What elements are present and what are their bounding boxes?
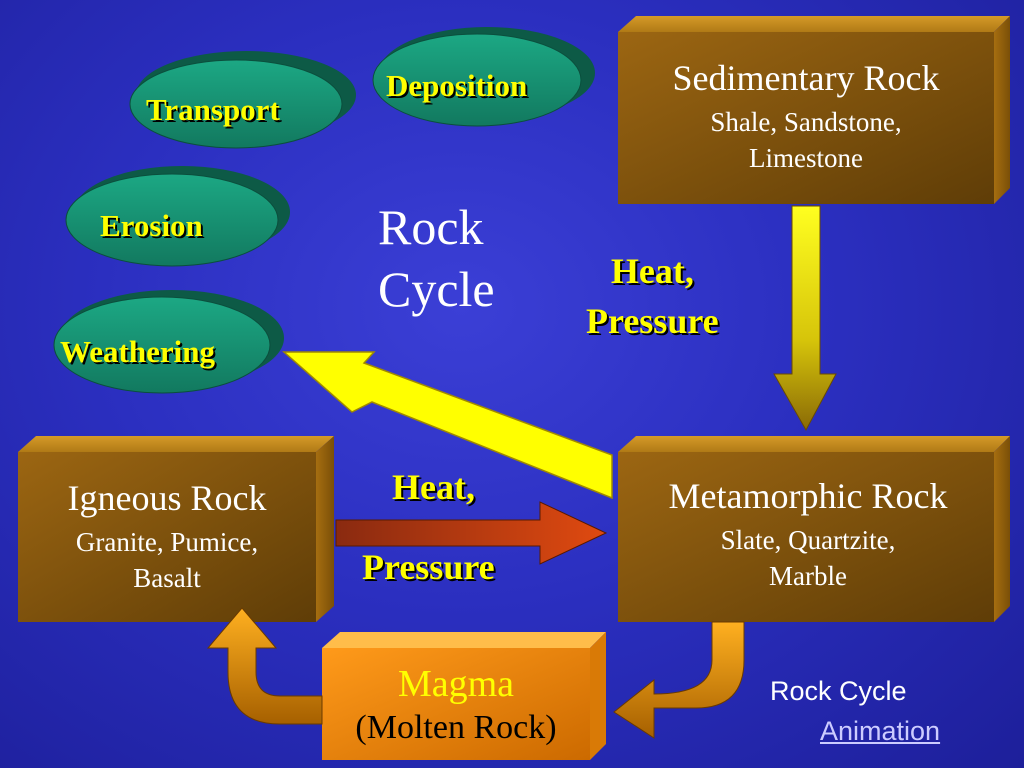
- title-line-2: Cycle: [378, 261, 495, 317]
- melting-arrow: [613, 621, 745, 739]
- heat-pressure-right-label: Heat, Pressure: [586, 250, 719, 342]
- oval-weathering: [53, 290, 284, 394]
- rock-cycle-caption: Rock Cycle: [770, 676, 907, 706]
- transport-label: Transport: [146, 92, 280, 127]
- igneous-title: Igneous Rock: [67, 478, 267, 518]
- pressure-label-right: Pressure: [586, 301, 719, 341]
- pressure-label-center: Pressure: [362, 547, 495, 587]
- sedimentary-text: Sedimentary Rock Shale, Sandstone, Limes…: [618, 58, 994, 176]
- igneous-text: Igneous Rock Granite, Pumice, Basalt: [18, 478, 316, 596]
- oval-transport: [129, 51, 356, 149]
- igneous-box: [18, 436, 334, 622]
- sedimentary-box: [618, 16, 1010, 204]
- heat-label-center: Heat,: [392, 467, 475, 507]
- deposition-label: Deposition: [386, 68, 528, 103]
- heat-label-right: Heat,: [610, 251, 694, 291]
- sedimentary-title: Sedimentary Rock: [672, 58, 940, 98]
- sedimentary-examples-1: Shale, Sandstone,: [710, 107, 902, 137]
- igneous-examples-2: Basalt: [133, 563, 201, 593]
- oval-deposition: [372, 27, 595, 127]
- magma-text: Magma (Molten Rock): [322, 662, 590, 750]
- metamorphic-box: [618, 436, 1010, 622]
- metamorphic-title: Metamorphic Rock: [668, 476, 948, 516]
- magma-subtitle: (Molten Rock): [355, 709, 557, 746]
- igneous-examples-1: Granite, Pumice,: [75, 527, 259, 557]
- cooling-arrow: [206, 607, 323, 725]
- diagram-title: Rock Cycle: [378, 196, 495, 320]
- uplift-arrow: [282, 351, 613, 500]
- metamorphic-examples-2: Marble: [769, 561, 847, 591]
- title-line-1: Rock: [378, 199, 484, 255]
- oval-erosion: [65, 166, 290, 267]
- sedimentary-examples-2: Limestone: [749, 143, 863, 173]
- heat-pressure-down-arrow: [773, 205, 837, 432]
- heat-pressure-right-arrow: [335, 501, 608, 565]
- magma-title: Magma: [397, 663, 515, 705]
- metamorphic-examples-1: Slate, Quartzite,: [720, 525, 896, 555]
- animation-link[interactable]: Animation: [820, 716, 941, 746]
- weathering-label: Weathering: [60, 334, 215, 369]
- metamorphic-text: Metamorphic Rock Slate, Quartzite, Marbl…: [618, 476, 998, 594]
- magma-box: [322, 632, 606, 760]
- erosion-label: Erosion: [100, 208, 203, 243]
